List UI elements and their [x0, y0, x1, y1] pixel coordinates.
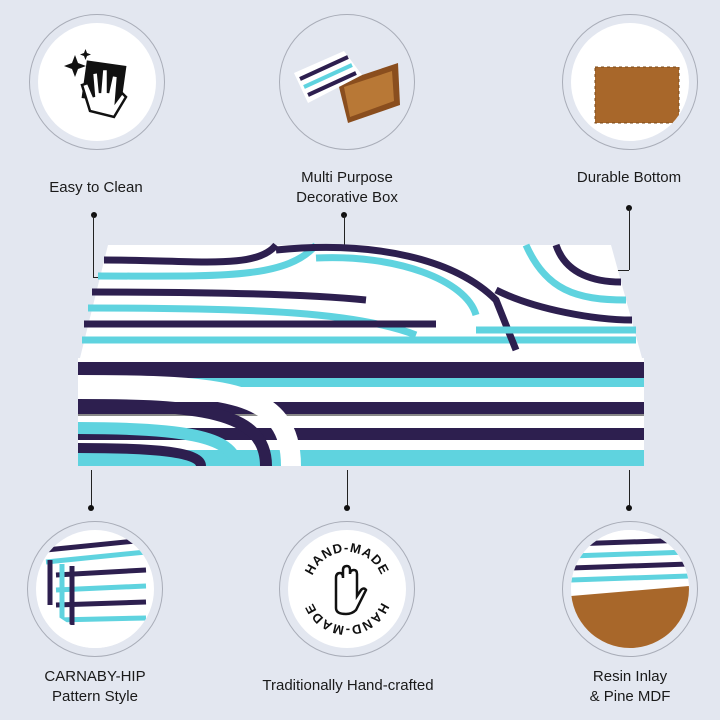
connector-line	[347, 470, 348, 506]
label-line: Pattern Style	[52, 688, 138, 705]
pattern-label: CARNABY-HIP Pattern Style	[44, 667, 145, 707]
handmade-badge: HAND-MADE HAND-MADE	[288, 530, 406, 648]
label-line: Resin Inlay	[592, 668, 668, 685]
pattern-circle	[27, 521, 163, 657]
cleaning-glove-icon	[38, 23, 156, 141]
label-line: & Pine MDF	[589, 688, 671, 705]
open-box-image	[288, 23, 406, 141]
handmade-circle: HAND-MADE HAND-MADE	[279, 521, 415, 657]
connector-line	[629, 208, 630, 270]
svg-text:HAND-MADE: HAND-MADE	[302, 601, 393, 638]
decorative-box-image	[76, 240, 648, 468]
connector-line	[629, 470, 630, 506]
easy-clean-circle	[29, 14, 165, 150]
connector-dot	[91, 212, 97, 218]
material-circle	[562, 521, 698, 657]
badge-text-top: HAND-MADE	[302, 540, 392, 577]
connector-dot	[344, 505, 350, 511]
easy-clean-label: Easy to Clean	[49, 179, 143, 196]
label-line: CARNABY-HIP	[44, 668, 146, 685]
connector-line	[93, 215, 94, 277]
multi-purpose-circle	[279, 14, 415, 150]
material-label: Resin Inlay & Pine MDF	[590, 667, 671, 707]
label-line: Decorative Box	[296, 189, 398, 206]
durable-bottom-label: Durable Bottom	[576, 169, 682, 186]
svg-text:HAND-MADE: HAND-MADE	[302, 540, 393, 577]
label-line: Multi Purpose	[301, 169, 393, 186]
wood-bottom-image	[571, 23, 689, 141]
pattern-closeup-image	[36, 530, 154, 648]
material-closeup-image	[571, 530, 689, 648]
handcrafted-label: Traditionally Hand-crafted	[262, 677, 434, 694]
connector-line	[91, 470, 92, 506]
connector-line	[344, 215, 345, 245]
hand-icon	[334, 564, 368, 616]
badge-text-bottom: HAND-MADE	[302, 601, 393, 638]
connector-dot	[88, 505, 94, 511]
connector-line	[612, 270, 629, 271]
durable-bottom-circle	[562, 14, 698, 150]
connector-dot	[626, 505, 632, 511]
